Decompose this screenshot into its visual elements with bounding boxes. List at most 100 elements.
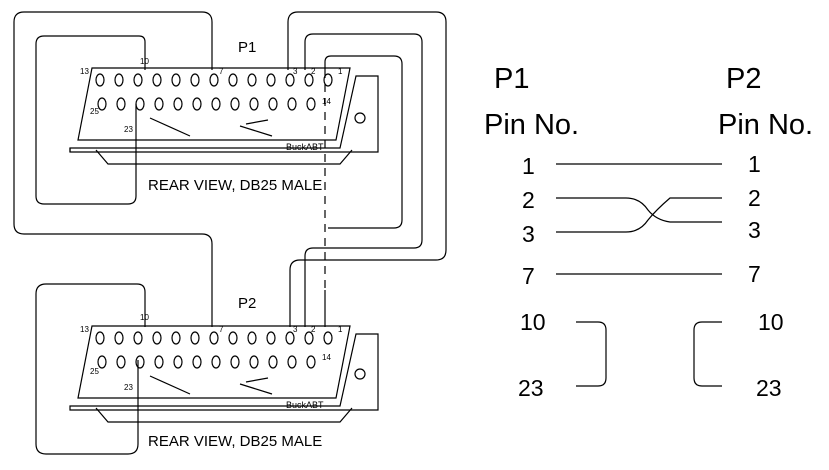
row6-right: 23 — [756, 375, 782, 401]
p1-pinmark-25: 25 — [90, 107, 99, 116]
p2-pin-top-7 — [209, 331, 219, 345]
p1-pin-top-1 — [323, 73, 333, 87]
p2-pinmark-2: 2 — [311, 325, 316, 334]
p2-pin-bottom-24 — [116, 355, 126, 369]
connector-p2-pins — [95, 331, 333, 369]
p1-pin-top-4 — [266, 73, 276, 87]
row1-left: 1 — [522, 153, 535, 179]
p1-pin-bottom-21 — [173, 97, 183, 111]
p2-pin-bottom-18 — [230, 355, 240, 369]
wire-p2-loop-10-23 — [35, 283, 146, 455]
p2-pinmark-3: 3 — [293, 325, 298, 334]
p2-pin-bottom-21 — [173, 355, 183, 369]
p1-pin-bottom-24 — [116, 97, 126, 111]
p2-pin-bottom-17 — [249, 355, 259, 369]
connector-p1-hatch — [149, 117, 273, 137]
connector-p2-flange — [95, 407, 353, 423]
p1-pin-top-5 — [247, 73, 257, 87]
wire-pin3 — [287, 11, 447, 327]
p1-pin-top-13 — [95, 73, 105, 87]
table-right-subheader: Pin No. — [718, 109, 813, 141]
p2-pin-bottom-14 — [306, 355, 316, 369]
p2-pin-bottom-19 — [211, 355, 221, 369]
row4-right: 7 — [748, 261, 761, 287]
p1-pin-bottom-22 — [154, 97, 164, 111]
row2-left: 2 — [522, 187, 535, 213]
p1-pin-bottom-25 — [97, 97, 107, 111]
loop-p1-10-23 — [576, 321, 607, 387]
p2-pin-bottom-20 — [192, 355, 202, 369]
wire-pin1 — [324, 55, 403, 229]
loop-p2-10-23 — [693, 321, 722, 387]
p1-pin-bottom-18 — [230, 97, 240, 111]
p2-pin-top-2 — [304, 331, 314, 345]
p2-pinmark-14: 14 — [322, 353, 331, 362]
connector-p1-label: P1 — [238, 39, 256, 56]
p2-pin-bottom-16 — [268, 355, 278, 369]
p1-caption: REAR VIEW, DB25 MALE — [148, 177, 322, 194]
connector-p2 — [69, 325, 379, 423]
p1-pinmark-3: 3 — [293, 67, 298, 76]
p2-pin-top-5 — [247, 331, 257, 345]
p1-pinmark-2: 2 — [311, 67, 316, 76]
p1-pin-bottom-19 — [211, 97, 221, 111]
p1-pin-top-7 — [209, 73, 219, 87]
p2-pin-top-6 — [228, 331, 238, 345]
row4-left: 7 — [522, 263, 535, 289]
row5-right: 10 — [758, 309, 784, 335]
p2-pinmark-13: 13 — [80, 325, 89, 334]
p1-pin-bottom-17 — [249, 97, 259, 111]
p2-pin-top-12 — [114, 331, 124, 345]
p2-pinmark-7: 7 — [219, 325, 224, 334]
connection-3-2 — [556, 197, 722, 233]
table-left-header: P1 — [494, 63, 529, 95]
p1-brand: BuckABT — [286, 142, 324, 152]
p1-pin-top-9 — [171, 73, 181, 87]
connector-p2-screw — [354, 368, 366, 380]
p2-pin-top-4 — [266, 331, 276, 345]
p2-pin-bottom-22 — [154, 355, 164, 369]
p2-pinmark-25: 25 — [90, 367, 99, 376]
connection-2-3 — [556, 197, 722, 223]
p1-pinmark-23: 23 — [124, 125, 133, 134]
p2-pin-top-11 — [133, 331, 143, 345]
p2-pin-top-3 — [285, 331, 295, 345]
row2-right: 2 — [748, 185, 761, 211]
p1-pin-top-11 — [133, 73, 143, 87]
p2-pin-bottom-25 — [97, 355, 107, 369]
p1-pin-top-10 — [152, 73, 162, 87]
connector-p1-screw — [354, 112, 366, 124]
p2-pin-top-10 — [152, 331, 162, 345]
wire-pin2 — [304, 33, 423, 327]
p1-pinmark-7: 7 — [219, 67, 224, 76]
connector-p1-pins — [95, 73, 333, 111]
connector-p2-shell — [69, 333, 379, 411]
p2-pinmark-1: 1 — [338, 325, 343, 334]
row5-left: 10 — [520, 309, 546, 335]
p1-pinmark-13: 13 — [80, 67, 89, 76]
pin-table: P1 Pin No. P2 Pin No. 1 1 2 2 3 3 7 7 10… — [484, 63, 813, 401]
p2-brand: BuckABT — [286, 400, 324, 410]
p1-pinmark-10: 10 — [140, 57, 149, 66]
p2-pinmark-23: 23 — [124, 383, 133, 392]
cable-routing — [13, 11, 447, 455]
table-right-header: P2 — [726, 63, 761, 95]
p2-pin-bottom-15 — [287, 355, 297, 369]
p1-pin-top-6 — [228, 73, 238, 87]
p1-pin-bottom-14 — [306, 97, 316, 111]
connector-p1-flange — [95, 149, 353, 165]
connector-p2-body — [77, 325, 351, 399]
connector-p1 — [69, 67, 379, 165]
row3-left: 3 — [522, 221, 535, 247]
p1-pinmark-14: 14 — [322, 97, 331, 106]
p1-pin-bottom-23 — [135, 97, 145, 111]
p2-pinmark-10: 10 — [140, 313, 149, 322]
connector-p2-hatch — [149, 375, 273, 395]
connector-p2-label: P2 — [238, 295, 256, 312]
p1-pin-bottom-20 — [192, 97, 202, 111]
p1-pin-top-8 — [190, 73, 200, 87]
p1-pinmark-1: 1 — [338, 67, 343, 76]
p2-pin-top-13 — [95, 331, 105, 345]
p1-pin-bottom-15 — [287, 97, 297, 111]
